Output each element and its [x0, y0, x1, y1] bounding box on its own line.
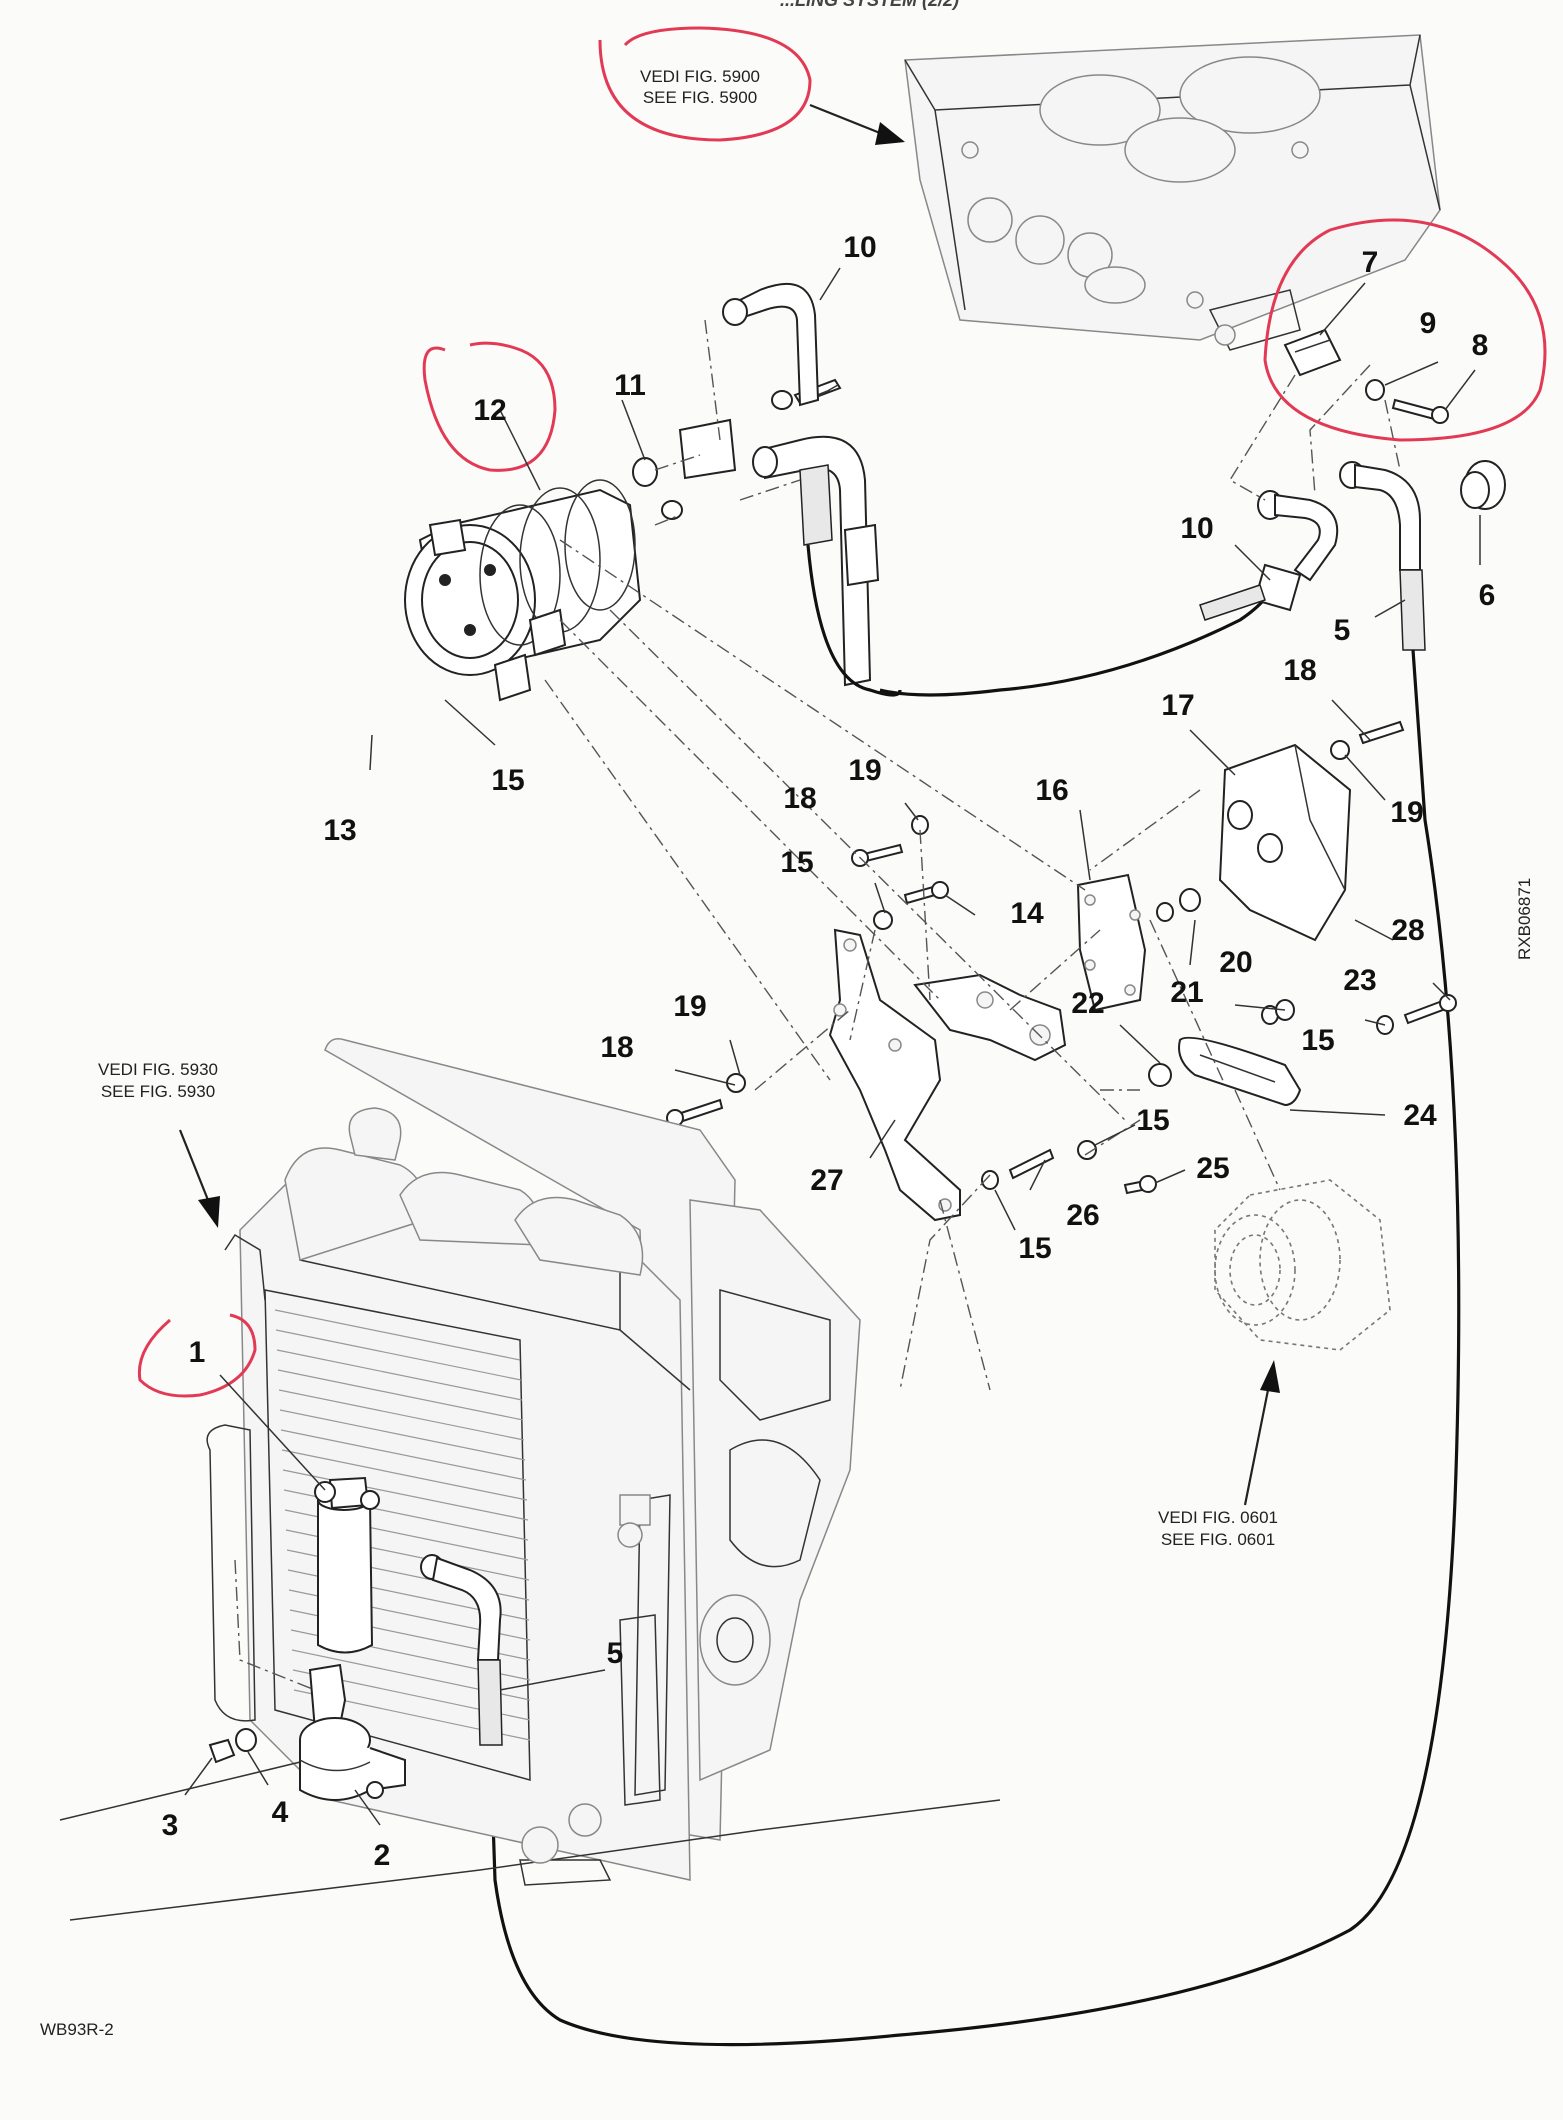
part-label-16: 16	[1035, 774, 1068, 807]
part-label-1: 1	[189, 1336, 206, 1369]
part-label-23: 23	[1343, 964, 1376, 997]
compressor-bracket	[678, 418, 737, 480]
leader-lines	[184, 267, 1481, 1826]
nut-3	[208, 1738, 236, 1764]
part-label-10: 10	[843, 231, 876, 264]
part-label-19: 19	[848, 754, 881, 787]
clip-7-bolt-8-washer-9	[1283, 328, 1449, 424]
part-label-20: 20	[1219, 946, 1252, 979]
part-label-24: 24	[1403, 1099, 1437, 1132]
pipe-10-upper	[722, 282, 1277, 697]
part-label-28: 28	[1391, 914, 1424, 947]
part-label-8: 8	[1472, 329, 1489, 362]
part-label-10: 10	[1180, 512, 1213, 545]
part-label-5: 5	[607, 1637, 624, 1670]
ref-fig-5930-line1: VEDI FIG. 5930	[98, 1060, 218, 1079]
part-label-7: 7	[1362, 246, 1379, 279]
part-label-26: 26	[1066, 1199, 1099, 1232]
link-24	[1178, 1036, 1302, 1107]
receiver-drier-1	[314, 1476, 380, 1654]
ring-11	[632, 457, 658, 487]
pipe-10-lower	[1199, 490, 1339, 621]
part-label-15: 15	[1018, 1232, 1051, 1265]
highlight-circle-7-8-9	[1263, 218, 1547, 442]
part-number-labels: 10 11 12 13 15 10 5 6 7 8 9 18 17 19 16 …	[162, 231, 1496, 1872]
part-label-15: 15	[1136, 1104, 1169, 1137]
part-label-25: 25	[1196, 1152, 1229, 1185]
ref-fig-5900-line1: VEDI FIG. 5900	[640, 67, 760, 86]
part-label-11: 11	[614, 369, 646, 402]
part-label-2: 2	[374, 1839, 391, 1872]
part-label-14: 14	[1010, 897, 1044, 930]
part-label-18: 18	[1283, 654, 1316, 687]
part-label-19: 19	[1390, 796, 1423, 829]
ref-fig-5900-line2: SEE FIG. 5900	[643, 88, 757, 107]
ref-fig-5930-line2: SEE FIG. 5930	[101, 1082, 215, 1101]
compressor	[404, 479, 642, 702]
part-label-22: 22	[1071, 987, 1104, 1020]
highlight-circle-12	[422, 341, 557, 472]
part-label-17: 17	[1161, 689, 1194, 722]
bracket-27	[828, 928, 1067, 1222]
pipe-5-lower	[420, 1554, 503, 1746]
part-label-9: 9	[1420, 307, 1437, 340]
part-label-21: 21	[1170, 976, 1203, 1009]
bracket-2	[299, 1663, 406, 1801]
fasteners	[666, 815, 1457, 1195]
radiator-engine-assembly	[59, 1038, 1001, 1921]
part-label-18: 18	[783, 782, 816, 815]
part-label-12: 12	[473, 394, 506, 427]
washer-4	[235, 1728, 257, 1752]
ref-fig-0601-line2: SEE FIG. 0601	[1161, 1530, 1275, 1549]
highlight-circle-1	[137, 1313, 257, 1398]
part-label-3: 3	[162, 1809, 179, 1842]
reference-arrows	[178, 103, 1280, 1506]
part-label-5: 5	[1334, 614, 1351, 647]
part-label-27: 27	[810, 1164, 843, 1197]
part-label-19: 19	[673, 990, 706, 1023]
assembly-guide-lines	[544, 319, 1401, 1391]
highlight-circle-fig-5900	[598, 26, 812, 142]
figure-references: VEDI FIG. 5900 SEE FIG. 5900 VEDI FIG. 5…	[98, 67, 1278, 1549]
drawing-code: RXB06871	[1515, 878, 1534, 960]
pipe-5-upper	[491, 460, 1506, 2047]
part-label-15: 15	[491, 764, 524, 797]
footer-code: WB93R-2	[40, 2020, 114, 2039]
evaporator-unit	[904, 34, 1441, 351]
part-label-4: 4	[272, 1796, 289, 1829]
part-label-13: 13	[323, 814, 356, 847]
alternator-ghost	[1214, 1179, 1391, 1351]
plate-16	[1076, 873, 1201, 1012]
part-label-6: 6	[1479, 579, 1496, 612]
part-label-15: 15	[780, 846, 813, 879]
bracket-17	[1218, 720, 1405, 942]
page-header: ...LING SYSTEM (2/2)	[780, 0, 959, 10]
part-label-15: 15	[1301, 1024, 1334, 1057]
ref-fig-0601-line1: VEDI FIG. 0601	[1158, 1508, 1278, 1527]
part-label-18: 18	[600, 1031, 633, 1064]
